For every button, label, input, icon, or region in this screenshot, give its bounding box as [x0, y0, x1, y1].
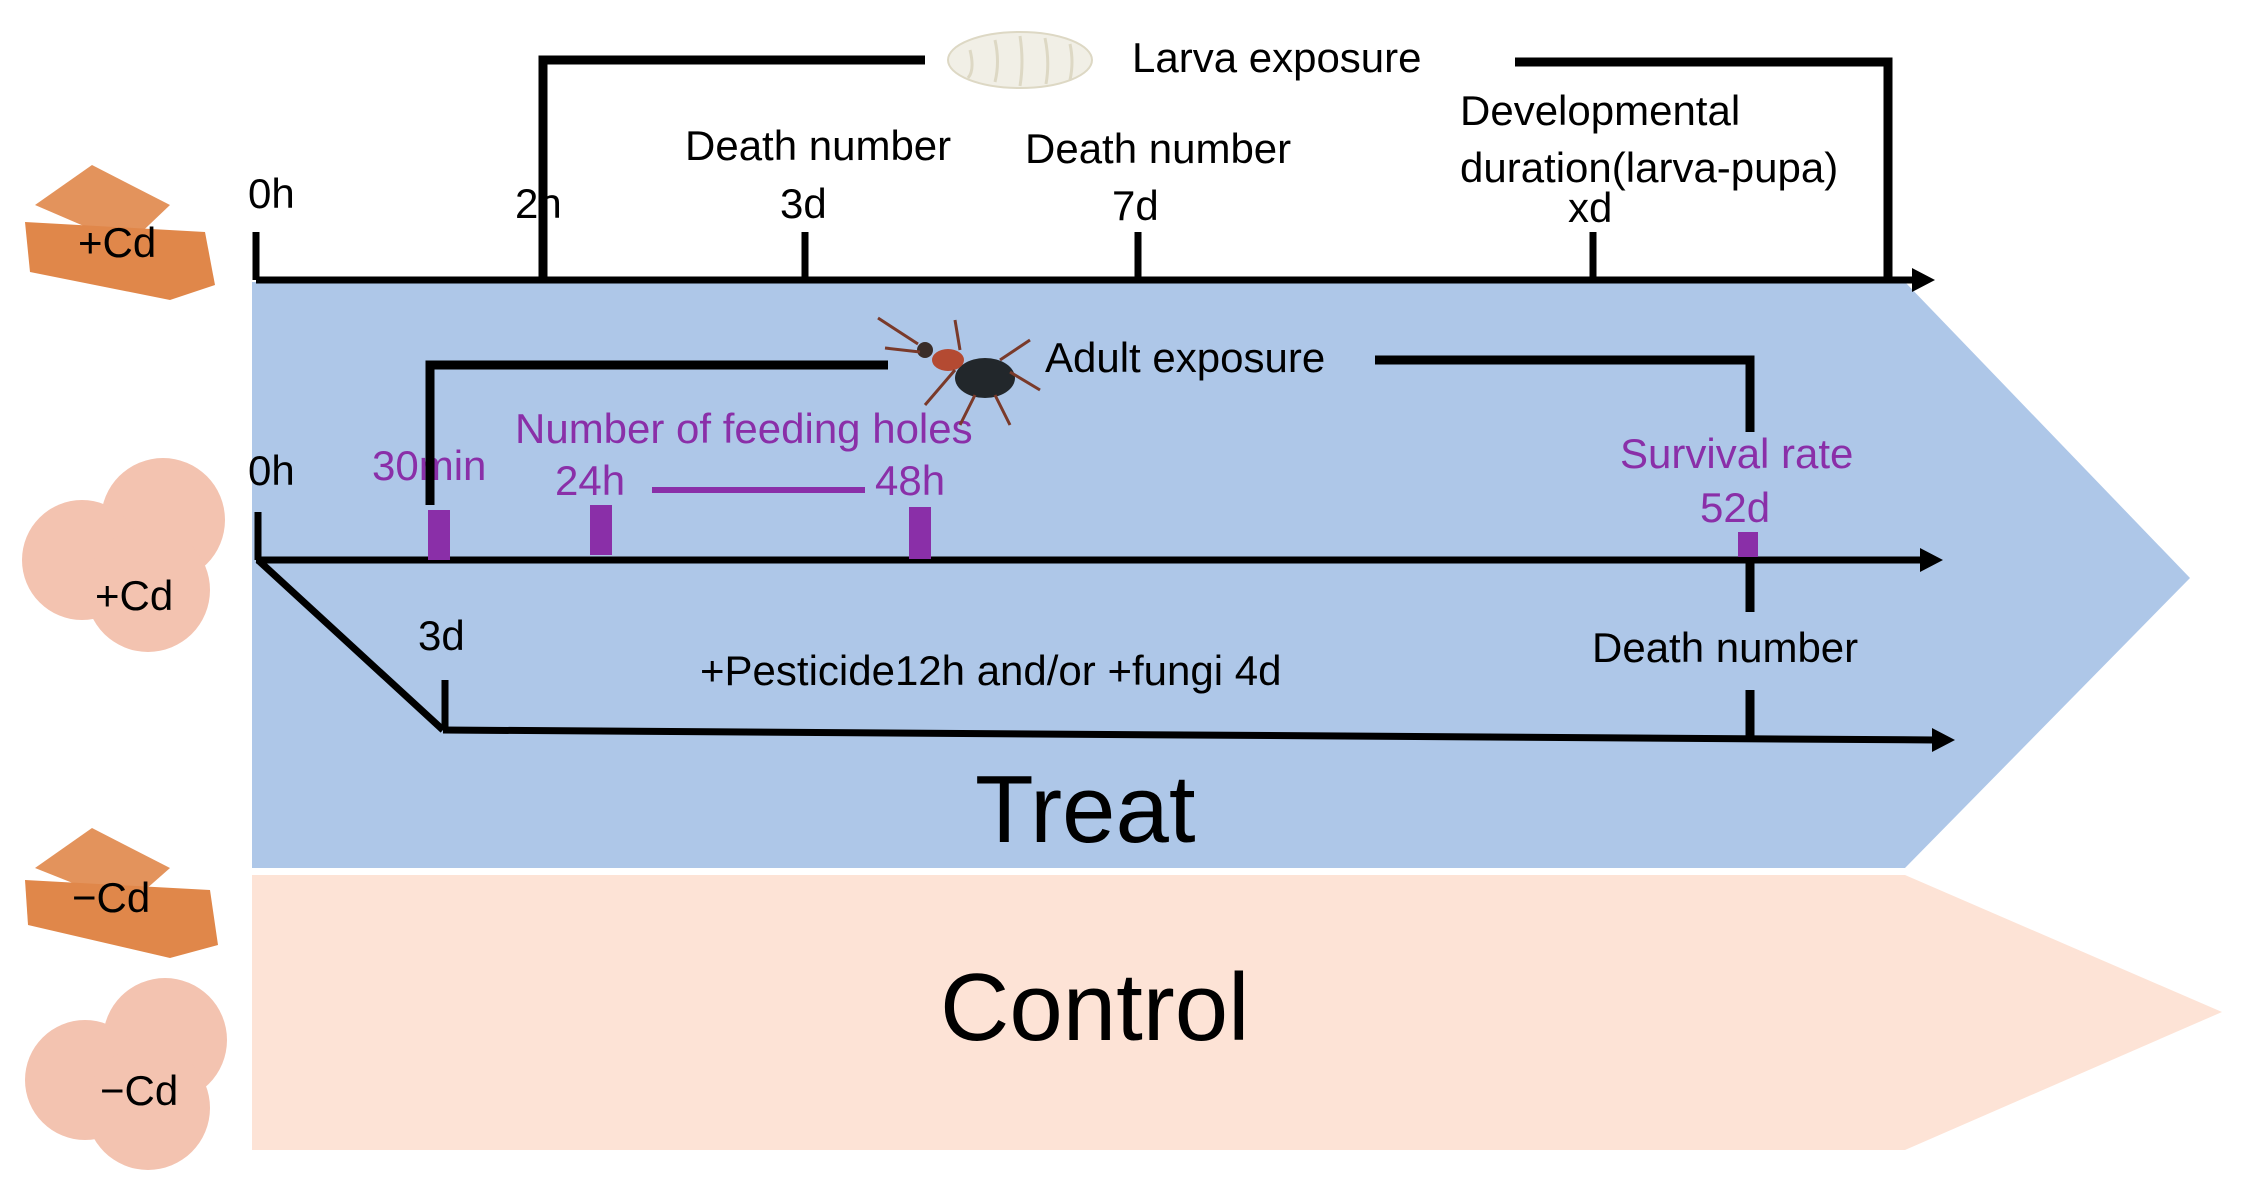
larva-exposure-bracket-right	[1515, 57, 1893, 280]
control-band	[252, 875, 2222, 1150]
larva-tick-label-0h: 0h	[248, 170, 295, 217]
larva-tick-label-2h: 2h	[515, 180, 562, 227]
control-band-title: Control	[940, 954, 1249, 1061]
larva-event-developmental: Developmental	[1460, 87, 1740, 134]
adult-tick-label-24h: 24h	[555, 457, 625, 504]
larva-exposure-bracket-left	[538, 55, 925, 280]
larva-tick-label-3d: 3d	[780, 180, 827, 227]
adult-tick-label-0h: 0h	[248, 447, 295, 494]
pellet-minus-cd-icon	[25, 978, 227, 1170]
branch-tick-label-3d: 3d	[418, 612, 465, 659]
wood-plus-cd-label: +Cd	[78, 219, 156, 266]
wood-block-minus-cd-icon	[25, 828, 218, 958]
survival-rate-label: Survival rate	[1620, 430, 1853, 477]
adult-exposure-bracket-right	[1375, 355, 1755, 432]
wood-minus-cd-label: −Cd	[72, 874, 150, 921]
treat-band-title: Treat	[975, 756, 1196, 863]
pellet-plus-cd-icon	[22, 458, 225, 652]
adult-exposure-bracket-left	[425, 360, 888, 505]
feeding-holes-label: Number of feeding holes	[515, 405, 973, 452]
larva-event-death-3d: Death number	[685, 122, 951, 169]
larva-icon	[947, 31, 1093, 89]
branch-axis-arrowhead	[1932, 728, 1955, 752]
branch-connector	[255, 557, 446, 733]
larva-event-duration: duration(larva-pupa)	[1460, 144, 1838, 191]
larva-tick-label-7d: 7d	[1112, 182, 1159, 229]
branch-axis	[442, 726, 1936, 744]
branch-treatment-label: +Pesticide12h and/or +fungi 4d	[700, 647, 1281, 694]
adult-death-number-label: Death number	[1592, 624, 1858, 671]
adult-marker-30min	[428, 510, 450, 560]
pellet-plus-cd-label: +Cd	[95, 572, 173, 619]
larva-tick-label-xd: xd	[1568, 184, 1612, 231]
adult-axis-arrowhead	[1920, 548, 1943, 572]
adult-tick-label-48h: 48h	[875, 457, 945, 504]
beetle-icon	[877, 316, 1041, 426]
larva-axis-arrowhead	[1912, 268, 1935, 292]
pellet-minus-cd-label: −Cd	[100, 1067, 178, 1114]
treat-band	[252, 282, 2190, 868]
larva-event-death-7d: Death number	[1025, 125, 1291, 172]
adult-marker-24h	[590, 505, 612, 555]
adult-marker-48h	[909, 507, 931, 559]
adult-marker-52d	[1738, 532, 1758, 557]
larva-exposure-title: Larva exposure	[1132, 34, 1422, 81]
adult-exposure-title: Adult exposure	[1045, 334, 1325, 381]
wood-block-plus-cd-icon	[25, 165, 215, 300]
adult-tick-label-52d: 52d	[1700, 484, 1770, 531]
